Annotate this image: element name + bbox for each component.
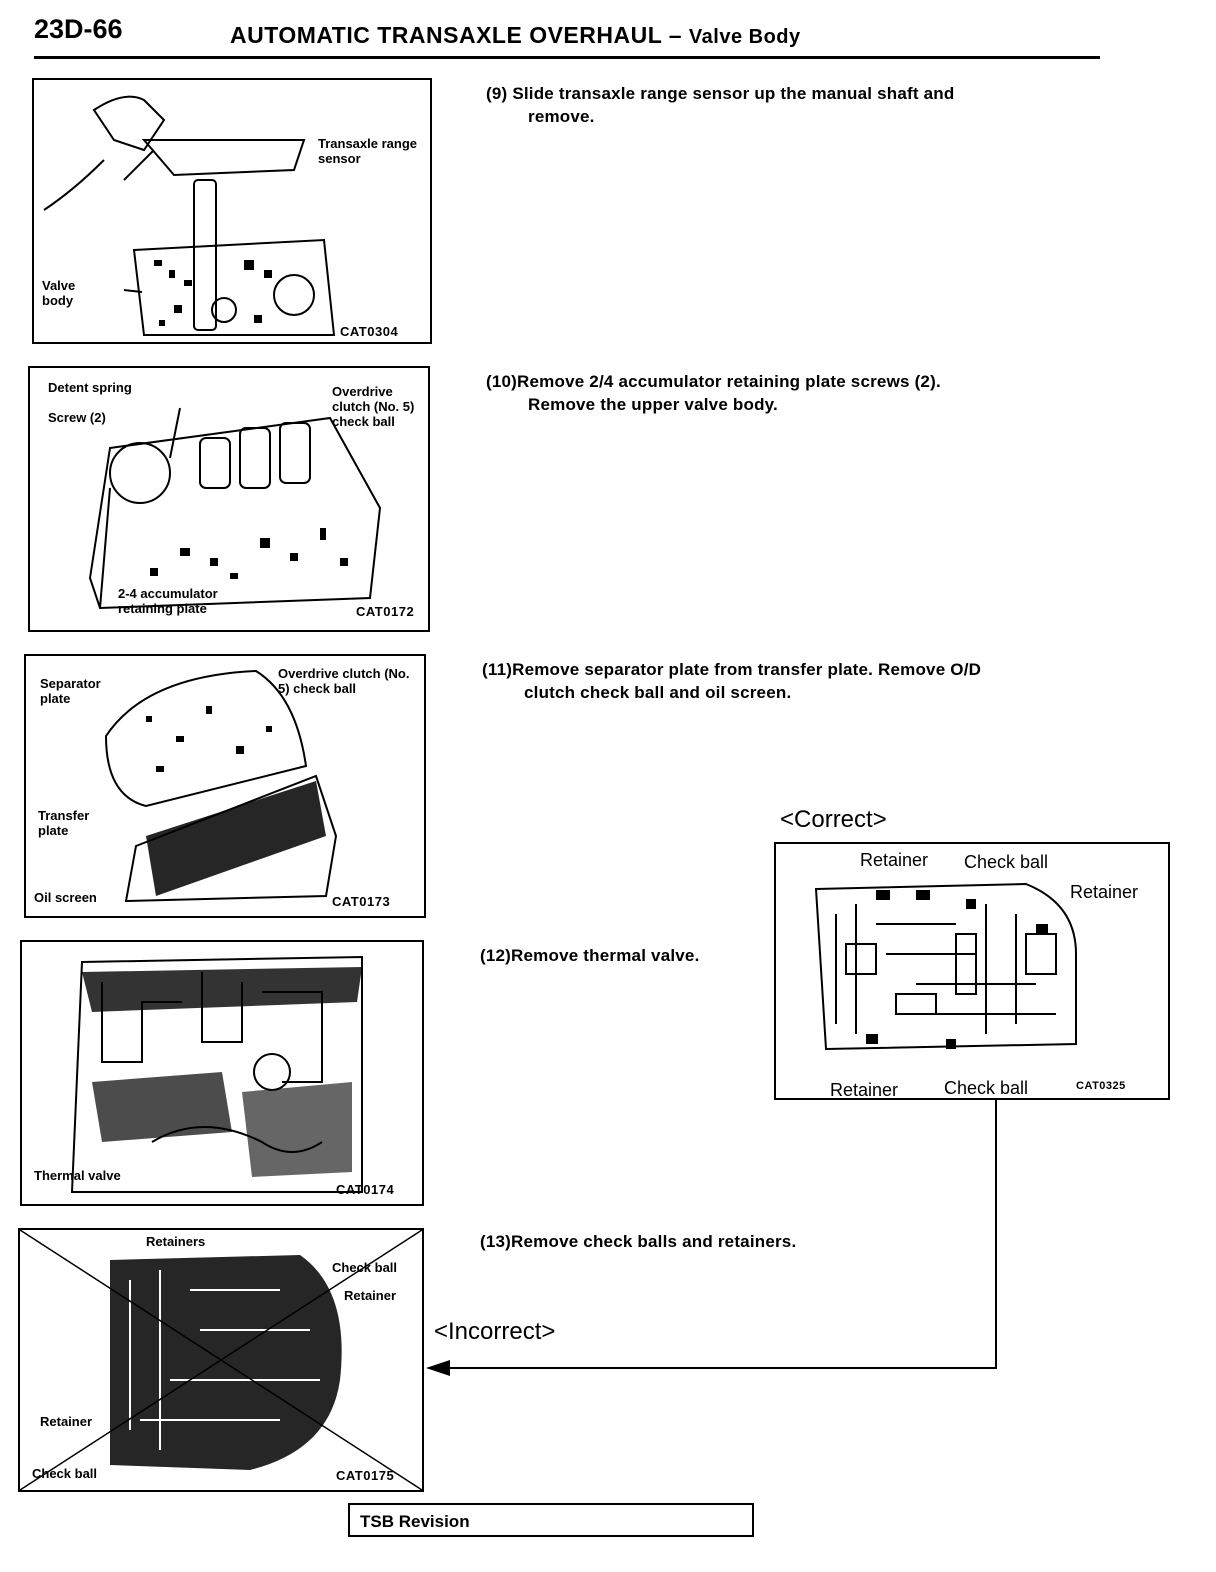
step-text: Remove 2/4 accumulator retaining plate s…: [517, 372, 941, 391]
tsb-revision-box: TSB Revision: [348, 1503, 754, 1537]
label-screw: Screw (2): [48, 410, 106, 425]
title-subtitle: Valve Body: [688, 26, 801, 48]
figure-code: CAT0173: [332, 894, 391, 909]
connector-arrow: [426, 1100, 997, 1376]
step-number: (12): [480, 946, 512, 965]
page-title: AUTOMATIC TRANSAXLE OVERHAUL – Valve Bod…: [230, 22, 801, 49]
step-text: Slide transaxle range sensor up the manu…: [512, 84, 955, 103]
figure-cat0304-illustration: [43, 95, 336, 336]
label-detent-spring: Detent spring: [48, 380, 132, 395]
label-thermal-valve: Thermal valve: [34, 1168, 121, 1183]
label-valve-body: Valve body: [42, 278, 76, 308]
step-11: (11)Remove separator plate from transfer…: [482, 658, 981, 704]
label-retainer-bottom: Retainer: [830, 1080, 899, 1100]
label-retainer-right: Retainer: [344, 1288, 397, 1303]
figure-cat0175-illustration: [20, 1230, 422, 1490]
title-main: AUTOMATIC TRANSAXLE OVERHAUL: [230, 22, 662, 48]
tsb-revision-label: TSB Revision: [360, 1512, 470, 1531]
label-retainers: Retainers: [146, 1234, 206, 1249]
step-number: (13): [480, 1232, 512, 1251]
figure-code: CAT0325: [1076, 1080, 1126, 1092]
step-number: (9): [486, 84, 508, 103]
step-12: (12)Remove thermal valve.: [480, 944, 700, 967]
step-text-cont: clutch check ball and oil screen.: [524, 683, 792, 702]
step-number: (10): [486, 372, 518, 391]
figure-cat0174-illustration: [70, 955, 363, 1193]
figure-cat0174: Thermal valve CAT0174: [20, 940, 424, 1206]
figure-code: CAT0175: [336, 1468, 395, 1483]
figure-cat0173-illustration: [104, 669, 338, 903]
figure-cat0325: Retainer Check ball Retainer Retainer Ch…: [774, 842, 1170, 1100]
label-retainer-left: Retainer: [40, 1414, 93, 1429]
caption-correct: <Correct>: [780, 806, 887, 833]
figure-cat0325-illustration: [814, 882, 1077, 1051]
label-overdrive-clutch-check-ball: Overdrive clutch (No. 5) check ball: [278, 666, 410, 696]
label-retainer-top: Retainer: [860, 850, 929, 870]
step-text: Remove check balls and retainers.: [511, 1232, 797, 1251]
step-13: (13)Remove check balls and retainers.: [480, 1230, 796, 1253]
caption-incorrect: <Incorrect>: [434, 1318, 556, 1345]
figure-cat0172-illustration: [88, 407, 382, 610]
step-text-cont: Remove the upper valve body.: [528, 395, 778, 414]
label-overdrive-clutch-check-ball: Overdrive clutch (No. 5) check ball: [332, 384, 415, 429]
step-text: Remove separator plate from transfer pla…: [512, 660, 982, 679]
step-number: (11): [482, 660, 513, 679]
step-10: (10)Remove 2/4 accumulator retaining pla…: [486, 370, 941, 416]
label-transfer-plate: Transfer plate: [38, 808, 90, 838]
label-separator-plate: Separator plate: [40, 676, 101, 706]
label-check-ball-top: Check ball: [964, 852, 1049, 872]
cross-out-lines: [20, 1230, 422, 1490]
label-transaxle-range-sensor: Transaxle range sensor: [318, 136, 417, 166]
figure-cat0172: Detent spring Screw (2) Overdrive clutch…: [28, 366, 430, 632]
step-text-cont: remove.: [528, 107, 595, 126]
figure-cat0304: Transaxle range sensor Valve body CAT030…: [32, 78, 432, 344]
step-text: Remove thermal valve.: [511, 946, 700, 965]
title-separator: –: [668, 22, 683, 48]
figure-cat0173: Separator plate Overdrive clutch (No. 5)…: [24, 654, 426, 918]
figure-cat0175: Retainers Check ball Retainer Retainer C…: [18, 1228, 424, 1492]
label-accumulator-retaining-plate: 2-4 accumulator retaining plate: [118, 586, 218, 616]
label-check-ball-bottom: Check ball: [944, 1078, 1029, 1098]
page-number: 23D-66: [34, 14, 123, 44]
figure-code: CAT0172: [356, 604, 415, 619]
label-oil-screen: Oil screen: [34, 890, 97, 905]
label-retainer-right: Retainer: [1070, 882, 1139, 902]
header-rule: [34, 56, 1100, 59]
label-check-ball-top: Check ball: [332, 1260, 398, 1275]
label-check-ball-bottom: Check ball: [32, 1466, 98, 1481]
step-9: (9) Slide transaxle range sensor up the …: [486, 82, 954, 128]
figure-code: CAT0304: [340, 324, 399, 339]
figure-code: CAT0174: [336, 1182, 395, 1197]
